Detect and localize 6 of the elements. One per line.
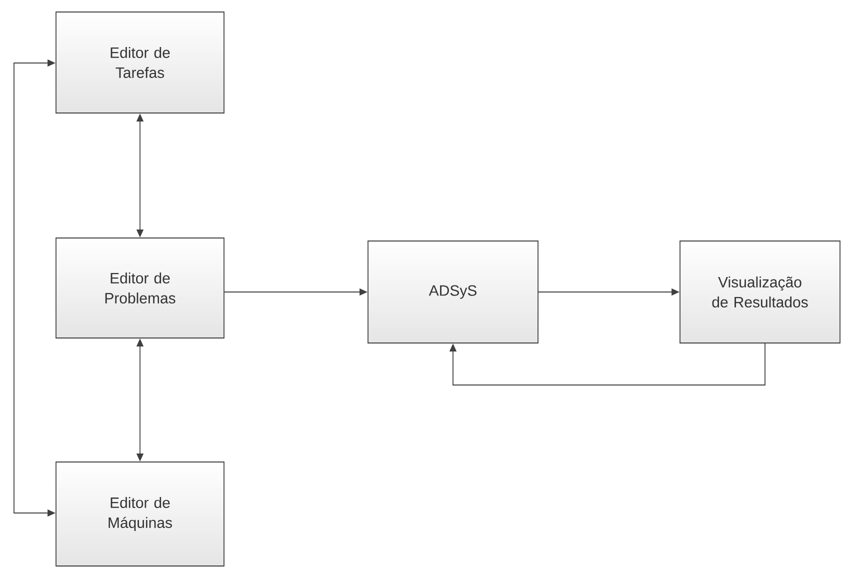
process-box: Visualização de Resultados: [680, 240, 840, 344]
process-box: Editor de Máquinas: [56, 462, 224, 566]
process-box: Editor de Tarefas: [56, 12, 224, 114]
arrow: [449, 343, 766, 386]
process-box: ADSyS: [368, 240, 538, 344]
process-box: Editor de Problemas: [56, 238, 224, 338]
